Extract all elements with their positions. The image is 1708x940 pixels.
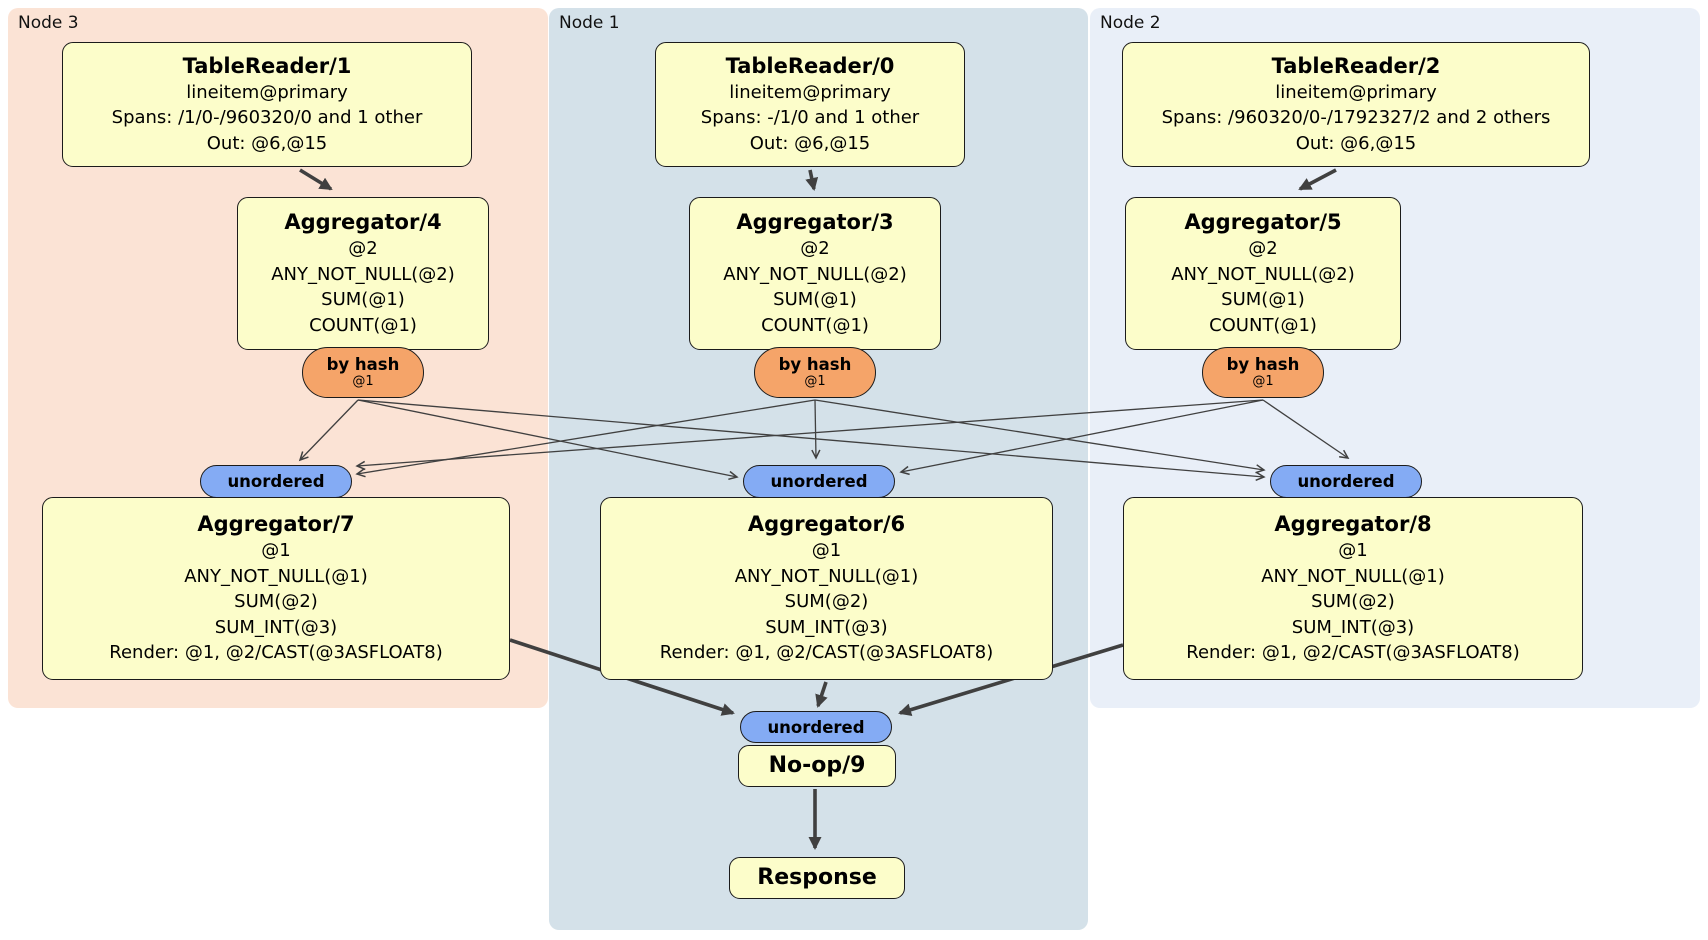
aggregator-3-box: Aggregator/3 @2 ANY_NOT_NULL(@2) SUM(@1)… [689, 197, 941, 350]
box-title: Aggregator/3 [736, 209, 894, 234]
box-line: SUM(@1) [773, 289, 857, 311]
node2-label: Node 2 [1100, 13, 1161, 33]
box-line: @1 [1338, 540, 1368, 562]
box-line: lineitem@primary [729, 81, 891, 103]
box-title: Aggregator/6 [747, 511, 906, 536]
router-label: by hash [778, 354, 852, 374]
box-line: ANY_NOT_NULL(@2) [1171, 263, 1355, 285]
box-line: SUM(@1) [321, 289, 405, 311]
box-line: Spans: /1/0-/960320/0 and 1 other [111, 107, 423, 129]
box-line: ANY_NOT_NULL(@1) [1261, 565, 1445, 587]
router-label: by hash [326, 354, 400, 374]
aggregator-8-box: Aggregator/8 @1 ANY_NOT_NULL(@1) SUM(@2)… [1123, 497, 1583, 680]
tablereader-2-box: TableReader/2 lineitem@primary Spans: /9… [1122, 42, 1590, 167]
box-title: Aggregator/5 [1184, 209, 1342, 234]
box-line: SUM(@1) [1221, 289, 1305, 311]
box-line: Spans: -/1/0 and 1 other [700, 107, 920, 129]
box-line: ANY_NOT_NULL(@2) [271, 263, 455, 285]
box-line: Render: @1, @2/CAST(@3ASFLOAT8) [109, 642, 443, 664]
box-title: Aggregator/8 [1274, 511, 1432, 536]
box-line: COUNT(@1) [1209, 314, 1317, 336]
node1-label: Node 1 [559, 13, 620, 33]
box-line: SUM_INT(@3) [214, 616, 338, 638]
box-title: Aggregator/7 [197, 511, 355, 536]
aggregator-5-box: Aggregator/5 @2 ANY_NOT_NULL(@2) SUM(@1)… [1125, 197, 1401, 350]
unordered-sync-node1: unordered [743, 465, 895, 498]
by-hash-router-node1: by hash @1 [754, 347, 876, 398]
box-line: Out: @6,@15 [1295, 132, 1417, 154]
box-line: SUM(@2) [784, 591, 869, 613]
by-hash-router-node2: by hash @1 [1202, 347, 1324, 398]
box-line: COUNT(@1) [761, 314, 869, 336]
router-detail: @1 [352, 373, 374, 389]
box-line: @1 [261, 540, 291, 562]
no-op-box: No-op/9 [738, 745, 896, 787]
node3-label: Node 3 [18, 13, 79, 33]
tablereader-1-box: TableReader/1 lineitem@primary Spans: /1… [62, 42, 472, 167]
box-line: ANY_NOT_NULL(@1) [184, 565, 368, 587]
box-line: @2 [800, 238, 830, 260]
by-hash-router-node3: by hash @1 [302, 347, 424, 398]
unordered-sync-node2: unordered [1270, 465, 1422, 498]
router-detail: @1 [1252, 373, 1274, 389]
box-line: Render: @1, @2/CAST(@3ASFLOAT8) [1186, 642, 1520, 664]
box-title: TableReader/1 [182, 53, 352, 78]
aggregator-6-box: Aggregator/6 @1 ANY_NOT_NULL(@1) SUM(@2)… [600, 497, 1053, 680]
box-line: @1 [811, 540, 842, 562]
response-box: Response [729, 857, 905, 899]
box-line: SUM(@2) [234, 591, 318, 613]
unordered-sync-node3: unordered [200, 465, 352, 498]
box-line: @2 [348, 238, 378, 260]
tablereader-0-box: TableReader/0 lineitem@primary Spans: -/… [655, 42, 965, 167]
box-line: lineitem@primary [186, 81, 348, 103]
box-title: TableReader/0 [725, 53, 895, 78]
box-line: SUM_INT(@3) [765, 616, 888, 638]
box-title: TableReader/2 [1271, 53, 1441, 78]
router-detail: @1 [804, 373, 826, 389]
box-line: lineitem@primary [1275, 81, 1437, 103]
box-line: SUM_INT(@3) [1291, 616, 1415, 638]
box-line: ANY_NOT_NULL(@2) [723, 263, 907, 285]
unordered-sync-final: unordered [740, 711, 892, 743]
box-line: ANY_NOT_NULL(@1) [734, 565, 919, 587]
box-line: Out: @6,@15 [206, 132, 328, 154]
box-line: Render: @1, @2/CAST(@3ASFLOAT8) [659, 642, 994, 664]
box-line: @2 [1248, 238, 1278, 260]
aggregator-7-box: Aggregator/7 @1 ANY_NOT_NULL(@1) SUM(@2)… [42, 497, 510, 680]
box-title: Aggregator/4 [284, 209, 442, 234]
box-line: COUNT(@1) [309, 314, 417, 336]
aggregator-4-box: Aggregator/4 @2 ANY_NOT_NULL(@2) SUM(@1)… [237, 197, 489, 350]
router-label: by hash [1226, 354, 1300, 374]
box-line: Out: @6,@15 [749, 132, 871, 154]
box-line: Spans: /960320/0-/1792327/2 and 2 others [1161, 107, 1551, 129]
box-line: SUM(@2) [1311, 591, 1395, 613]
